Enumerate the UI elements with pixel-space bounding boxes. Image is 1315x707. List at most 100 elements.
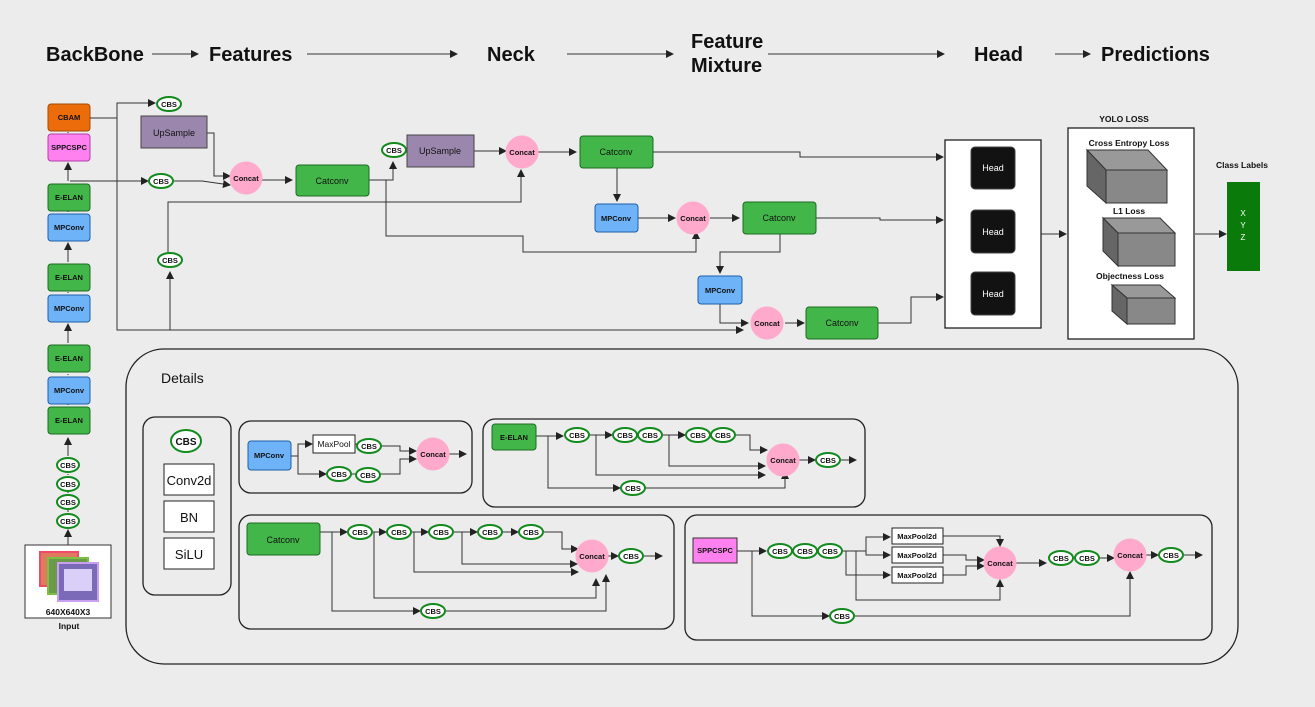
svg-text:MaxPool2d: MaxPool2d <box>897 571 937 580</box>
eelan-block: E-ELAN <box>47 183 91 212</box>
concat-node: Concat <box>750 306 784 340</box>
svg-text:CBS: CBS <box>617 431 633 440</box>
svg-text:Head: Head <box>982 163 1004 173</box>
svg-text:CBS: CBS <box>820 456 836 465</box>
catconv-block: Catconv <box>742 201 817 235</box>
svg-text:CBS: CBS <box>60 461 76 470</box>
l1-loss-cube <box>1101 216 1177 268</box>
cbs-block: CBS <box>56 457 80 473</box>
svg-text:E-ELAN: E-ELAN <box>55 416 83 425</box>
objectness-cube <box>1110 283 1177 326</box>
mpconv-block: MPConv <box>697 275 743 305</box>
details-title: Details <box>161 370 204 386</box>
sppcspc-block: SPPCSPC <box>47 133 91 162</box>
class-labels-box: X Y Z <box>1227 182 1260 271</box>
backbone-blocks: E-ELAN MPConv E-ELAN MPConv E-ELAN MPCon… <box>47 103 91 435</box>
svg-text:UpSample: UpSample <box>153 128 195 138</box>
conv2d-label: Conv2d <box>167 473 212 488</box>
svg-text:CBS: CBS <box>625 484 641 493</box>
stage-predictions: Predictions <box>1101 44 1210 66</box>
svg-text:CBS: CBS <box>161 100 177 109</box>
svg-text:CBS: CBS <box>162 256 178 265</box>
svg-text:E-ELAN: E-ELAN <box>500 433 528 442</box>
catconv-block: Catconv <box>805 306 879 340</box>
concat-node: Concat <box>229 161 263 195</box>
svg-text:CBS: CBS <box>60 498 76 507</box>
concat-node: Concat <box>676 201 710 235</box>
loss-panel: Cross Entropy Loss L1 Loss Objectness Lo… <box>1067 127 1195 340</box>
eelan-block: E-ELAN <box>47 263 91 292</box>
svg-text:CBS: CBS <box>569 431 585 440</box>
svg-text:Catconv: Catconv <box>599 147 633 157</box>
silu-label: SiLU <box>175 547 203 562</box>
neck-connections <box>70 99 1227 334</box>
svg-text:MPConv: MPConv <box>705 286 736 295</box>
class-x: X <box>1240 209 1246 218</box>
svg-text:CBS: CBS <box>482 528 498 537</box>
svg-text:Catconv: Catconv <box>825 318 859 328</box>
cbs-block: CBS <box>56 494 80 510</box>
svg-text:E-ELAN: E-ELAN <box>55 354 83 363</box>
svg-text:CBS: CBS <box>772 547 788 556</box>
svg-text:MPConv: MPConv <box>601 214 632 223</box>
cbs-detail: CBS Conv2d BN SiLU <box>142 416 232 596</box>
svg-text:Concat: Concat <box>579 552 605 561</box>
catconv-block: Catconv <box>579 135 654 169</box>
head-block: Head <box>970 209 1016 254</box>
catconv-block: Catconv <box>295 164 370 197</box>
cbs-block: CBS <box>56 513 80 529</box>
mpconv-block: MPConv <box>47 294 91 323</box>
stage-mixture-line1: Feature <box>691 31 763 53</box>
svg-text:CBS: CBS <box>386 146 402 155</box>
svg-text:E-ELAN: E-ELAN <box>55 193 83 202</box>
svg-text:Head: Head <box>982 227 1004 237</box>
cbs-block: CBS <box>148 173 174 189</box>
svg-text:CBS: CBS <box>360 471 376 480</box>
head-panel: Head Head Head <box>944 139 1042 329</box>
cbs-stack: CBS CBS CBS CBS <box>56 457 80 529</box>
svg-text:CBS: CBS <box>623 552 639 561</box>
cross-entropy-cube <box>1085 148 1169 205</box>
cbs-block: CBS <box>157 252 183 268</box>
head-block: Head <box>970 271 1016 316</box>
upsample-block: UpSample <box>406 134 475 168</box>
mpconv-block: MPConv <box>594 203 639 233</box>
svg-text:MaxPool2d: MaxPool2d <box>897 532 937 541</box>
svg-text:Concat: Concat <box>1117 551 1143 560</box>
cbs-block: CBS <box>381 142 407 158</box>
svg-text:CBS: CBS <box>331 470 347 479</box>
svg-text:CBS: CBS <box>60 517 76 526</box>
svg-text:CBS: CBS <box>822 547 838 556</box>
svg-text:MaxPool2d: MaxPool2d <box>897 551 937 560</box>
stage-backbone: BackBone <box>46 44 144 66</box>
cbs-block: CBS <box>56 476 80 492</box>
class-y: Y <box>1240 221 1246 230</box>
svg-text:SPPCSPC: SPPCSPC <box>697 546 733 555</box>
stage-head: Head <box>974 44 1023 66</box>
input-label: Input <box>59 621 80 631</box>
svg-text:CBS: CBS <box>361 442 377 451</box>
svg-text:Concat: Concat <box>770 456 796 465</box>
svg-text:CBS: CBS <box>153 177 169 186</box>
svg-text:Catconv: Catconv <box>762 213 796 223</box>
svg-text:MaxPool: MaxPool <box>317 439 350 449</box>
svg-text:MPConv: MPConv <box>54 304 85 313</box>
cbam-block: CBAM <box>47 103 91 132</box>
svg-text:CBS: CBS <box>391 528 407 537</box>
stage-neck: Neck <box>487 44 536 66</box>
sppcspc-detail: SPPCSPC CBS CBS CBS CBS MaxPool2d MaxPoo… <box>684 514 1213 641</box>
input-size: 640X640X3 <box>46 607 91 617</box>
class-z: Z <box>1241 233 1246 242</box>
svg-text:CBS: CBS <box>433 528 449 537</box>
svg-text:CBS: CBS <box>1163 551 1179 560</box>
svg-text:Catconv: Catconv <box>266 535 300 545</box>
svg-text:CBS: CBS <box>1053 554 1069 563</box>
svg-text:CBS: CBS <box>425 607 441 616</box>
eelan-detail: E-ELAN CBS CBS CBS CBS CBS CBS Concat CB… <box>482 418 866 508</box>
objectness-loss-label: Objectness Loss <box>1096 271 1164 281</box>
svg-text:CBS: CBS <box>690 431 706 440</box>
svg-text:Concat: Concat <box>987 559 1013 568</box>
upsample-block: UpSample <box>140 115 208 149</box>
mpconv-detail: MPConv MaxPool CBS CBS CBS Concat <box>238 420 473 494</box>
